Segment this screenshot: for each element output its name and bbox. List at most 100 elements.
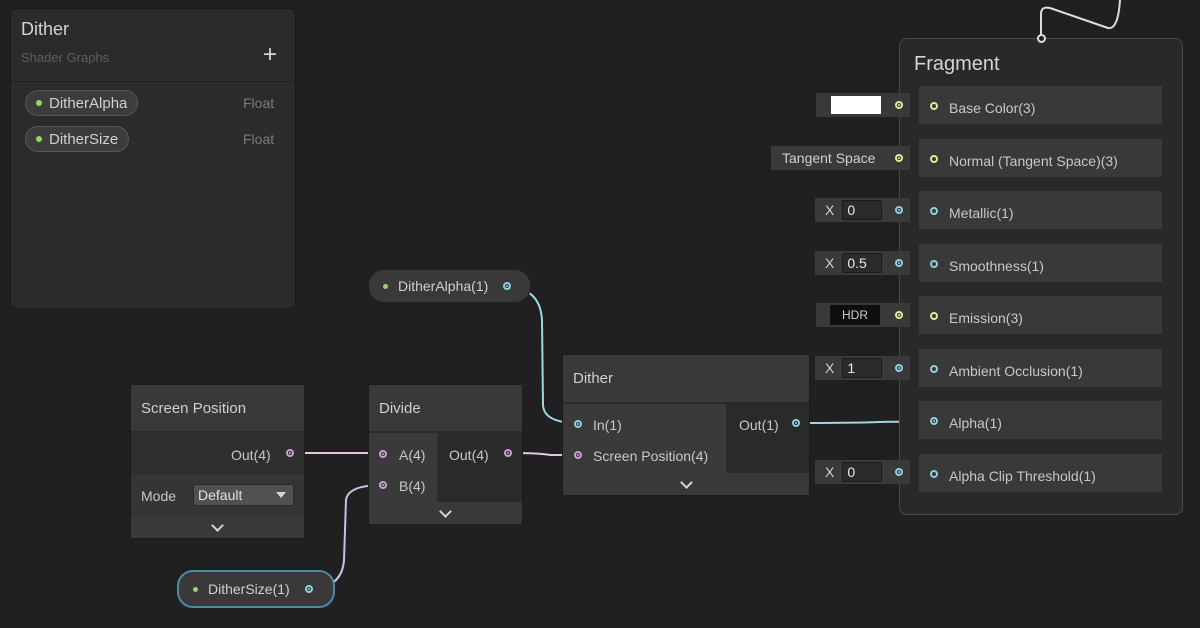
node-header[interactable]: Divide bbox=[369, 385, 522, 431]
blackboard-divider bbox=[11, 81, 295, 82]
block-metallic[interactable]: Metallic(1) bbox=[918, 190, 1163, 230]
node-divide[interactable]: Divide A(4) B(4) Out(4) bbox=[368, 384, 523, 525]
inline-output-port bbox=[895, 101, 903, 109]
input-port[interactable] bbox=[930, 260, 938, 268]
stack-connector-wire bbox=[1040, 0, 1121, 38]
block-label: Alpha(1) bbox=[949, 415, 1002, 431]
property-name: DitherAlpha bbox=[49, 94, 128, 112]
blackboard-panel[interactable]: Dither Shader Graphs + DitherAlpha Float… bbox=[10, 8, 296, 309]
block-emission[interactable]: Emission(3) bbox=[918, 295, 1163, 335]
inline-output-port bbox=[895, 468, 903, 476]
fragment-title: Fragment bbox=[914, 53, 1000, 75]
add-property-button[interactable]: + bbox=[263, 41, 278, 68]
alpha-clip-field[interactable]: X 0 bbox=[815, 460, 910, 484]
inline-output-port bbox=[895, 259, 903, 267]
stack-port[interactable] bbox=[1037, 34, 1046, 43]
chevron-down-icon bbox=[211, 518, 224, 532]
block-smoothness[interactable]: Smoothness(1) bbox=[918, 243, 1163, 283]
property-type: Float bbox=[243, 95, 275, 111]
emission-field[interactable]: HDR bbox=[816, 303, 910, 327]
output-port[interactable] bbox=[792, 419, 800, 427]
property-node-label: DitherSize(1) bbox=[208, 581, 290, 597]
input-port[interactable] bbox=[930, 365, 938, 373]
inline-output-port bbox=[895, 364, 903, 372]
output-port[interactable] bbox=[503, 282, 511, 290]
node-collapse-toggle[interactable] bbox=[563, 473, 809, 495]
property-node-label: DitherAlpha(1) bbox=[398, 278, 489, 294]
mode-dropdown[interactable]: Default bbox=[193, 484, 294, 506]
node-header[interactable]: Screen Position bbox=[131, 385, 304, 431]
smoothness-input[interactable]: 0.5 bbox=[842, 253, 883, 273]
node-title: Divide bbox=[379, 399, 421, 417]
block-ambient-occlusion[interactable]: Ambient Occlusion(1) bbox=[918, 348, 1163, 388]
input-port[interactable] bbox=[930, 417, 938, 425]
chevron-down-icon bbox=[679, 475, 693, 489]
block-normal[interactable]: Normal (Tangent Space)(3) bbox=[918, 138, 1163, 178]
property-type: Float bbox=[243, 131, 275, 147]
block-alpha[interactable]: Alpha(1) bbox=[918, 400, 1163, 440]
port-label: Out(1) bbox=[739, 417, 779, 433]
node-dither[interactable]: Dither In(1) Screen Position(4) Out(1) bbox=[562, 354, 810, 496]
node-header[interactable]: Dither bbox=[563, 355, 809, 402]
input-port[interactable] bbox=[930, 312, 938, 320]
input-port-a[interactable] bbox=[379, 450, 387, 458]
block-base-color[interactable]: Base Color(3) bbox=[918, 85, 1163, 125]
smoothness-field[interactable]: X 0.5 bbox=[815, 251, 910, 275]
input-port[interactable] bbox=[930, 470, 938, 478]
port-label: A(4) bbox=[399, 447, 426, 463]
output-port[interactable] bbox=[286, 449, 294, 457]
port-label: Out(4) bbox=[449, 447, 489, 463]
inline-output-port bbox=[895, 206, 903, 214]
node-collapse-toggle[interactable] bbox=[131, 516, 304, 538]
output-row bbox=[131, 433, 304, 473]
property-name: DitherSize bbox=[49, 130, 119, 148]
port-label: Out(4) bbox=[231, 447, 271, 463]
port-label: Screen Position(4) bbox=[593, 448, 709, 464]
axis-label: X bbox=[825, 202, 835, 218]
hdr-color-swatch[interactable]: HDR bbox=[830, 305, 880, 325]
port-label: B(4) bbox=[399, 478, 426, 494]
input-port-in[interactable] bbox=[574, 420, 582, 428]
block-label: Emission(3) bbox=[949, 310, 1023, 326]
blackboard-property-dithersize[interactable]: DitherSize bbox=[25, 126, 130, 152]
input-port[interactable] bbox=[930, 155, 938, 163]
metallic-field[interactable]: X 0 bbox=[815, 198, 910, 222]
block-alpha-clip-threshold[interactable]: Alpha Clip Threshold(1) bbox=[918, 453, 1163, 493]
blackboard-title: Dither bbox=[21, 19, 70, 39]
input-port-screen-position[interactable] bbox=[574, 451, 582, 459]
ambient-occlusion-field[interactable]: X 1 bbox=[815, 356, 910, 380]
blackboard-subtitle: Shader Graphs bbox=[21, 50, 110, 65]
node-collapse-toggle[interactable] bbox=[369, 502, 522, 524]
node-screen-position[interactable]: Screen Position Out(4) Mode Default bbox=[130, 384, 305, 539]
property-node-ditheralpha[interactable]: DitherAlpha(1) bbox=[368, 269, 531, 303]
output-port[interactable] bbox=[504, 449, 512, 457]
alpha-clip-input[interactable]: 0 bbox=[842, 462, 883, 482]
mode-label: Mode bbox=[141, 488, 177, 504]
ambient-occlusion-input[interactable]: 1 bbox=[842, 358, 883, 378]
block-label: Metallic(1) bbox=[949, 205, 1014, 221]
axis-label: X bbox=[825, 360, 835, 376]
normal-space-field[interactable]: Tangent Space bbox=[771, 146, 910, 170]
dropdown-arrow-icon bbox=[276, 492, 286, 498]
inline-output-port bbox=[895, 311, 903, 319]
inline-output-port bbox=[895, 154, 903, 162]
axis-label: X bbox=[825, 464, 835, 480]
input-port-b[interactable] bbox=[379, 481, 387, 489]
color-swatch[interactable] bbox=[831, 96, 881, 114]
input-port[interactable] bbox=[930, 102, 938, 110]
node-title: Dither bbox=[573, 370, 614, 387]
output-port[interactable] bbox=[305, 585, 313, 593]
property-node-dithersize[interactable]: DitherSize(1) bbox=[177, 570, 335, 608]
block-label: Smoothness(1) bbox=[949, 258, 1044, 274]
metallic-input[interactable]: 0 bbox=[842, 200, 883, 220]
property-dot-icon bbox=[193, 586, 198, 592]
normal-space-value: Tangent Space bbox=[782, 150, 876, 166]
mode-value: Default bbox=[198, 487, 243, 503]
chevron-down-icon bbox=[439, 504, 452, 518]
input-port[interactable] bbox=[930, 207, 938, 215]
base-color-field[interactable] bbox=[816, 93, 910, 117]
port-label: In(1) bbox=[593, 417, 622, 433]
node-title: Screen Position bbox=[141, 399, 247, 417]
blackboard-property-ditheralpha[interactable]: DitherAlpha bbox=[25, 90, 139, 116]
